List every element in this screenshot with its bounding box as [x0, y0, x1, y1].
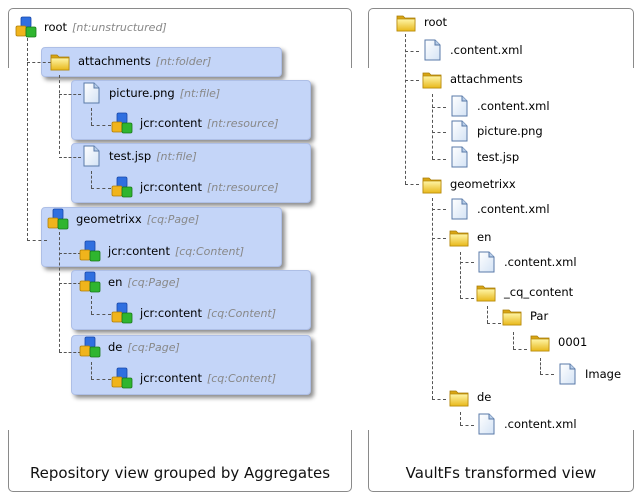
tree-node[interactable]: en [cq:Page]: [78, 269, 180, 295]
tree-node[interactable]: test.jsp [nt:file]: [79, 143, 197, 169]
file-icon: [79, 81, 103, 105]
file-icon: [447, 145, 471, 169]
tree-node[interactable]: Image: [555, 361, 621, 387]
tree-node[interactable]: jcr:content [cq:Content]: [110, 365, 276, 391]
tree-node[interactable]: Par: [500, 303, 548, 329]
file-icon: [474, 412, 498, 436]
tree-node[interactable]: attachments: [420, 66, 523, 92]
aggregate-box-de: [71, 335, 311, 395]
tree-node[interactable]: en: [447, 224, 491, 250]
tree-node[interactable]: .content.xml: [447, 93, 550, 119]
node-cubes-icon: [78, 239, 102, 263]
folder-icon: [447, 225, 471, 249]
folder-icon: [394, 10, 418, 34]
folder-icon: [528, 330, 552, 354]
node-cubes-icon: [78, 335, 102, 359]
node-cubes-icon: [110, 366, 134, 390]
tree-node[interactable]: de [cq:Page]: [78, 334, 180, 360]
tree-node[interactable]: attachments [nt:folder]: [48, 48, 211, 74]
tree-node[interactable]: 0001: [528, 329, 587, 355]
aggregate-box-en: [71, 270, 311, 330]
folder-icon: [474, 280, 498, 304]
file-icon: [447, 197, 471, 221]
folder-icon: [48, 49, 72, 73]
file-icon: [447, 119, 471, 143]
tree-node[interactable]: picture.png [nt:file]: [79, 80, 220, 106]
tree-node[interactable]: geometrixx: [420, 171, 516, 197]
tree-node[interactable]: jcr:content [nt:resource]: [110, 174, 279, 200]
file-icon: [447, 94, 471, 118]
node-cubes-icon: [110, 301, 134, 325]
folder-icon: [500, 304, 524, 328]
file-icon: [474, 250, 498, 274]
folder-icon: [420, 67, 444, 91]
tree-node[interactable]: jcr:content [cq:Content]: [110, 300, 276, 326]
folder-icon: [447, 385, 471, 409]
tree-node[interactable]: de: [447, 384, 491, 410]
file-icon: [555, 362, 579, 386]
tree-node[interactable]: root: [394, 9, 447, 35]
tree-node[interactable]: .content.xml: [474, 249, 577, 275]
tree-node[interactable]: test.jsp: [447, 144, 519, 170]
tree-node[interactable]: .content.xml: [420, 37, 523, 63]
tree-node[interactable]: root [nt:unstructured]: [14, 14, 167, 40]
node-cubes-icon: [14, 15, 38, 39]
tree-node[interactable]: jcr:content [cq:Content]: [78, 238, 244, 264]
node-cubes-icon: [110, 111, 134, 135]
tree-node[interactable]: _cq_content: [474, 279, 573, 305]
file-icon: [79, 144, 103, 168]
aggregate-box-attachments: [41, 47, 282, 77]
right-panel: [368, 8, 634, 492]
tree-node[interactable]: .content.xml: [474, 411, 577, 437]
tree-node[interactable]: .content.xml: [447, 196, 550, 222]
node-cubes-icon: [78, 270, 102, 294]
aggregate-box-testjsp: [71, 143, 311, 203]
file-icon: [420, 38, 444, 62]
tree-node[interactable]: geometrixx [cq:Page]: [46, 206, 199, 232]
tree-node[interactable]: picture.png: [447, 118, 543, 144]
node-cubes-icon: [110, 175, 134, 199]
node-cubes-icon: [46, 207, 70, 231]
folder-icon: [420, 172, 444, 196]
aggregate-box-picture: [71, 80, 311, 140]
tree-node[interactable]: jcr:content [nt:resource]: [110, 110, 279, 136]
right-panel-caption: VaultFs transformed view: [405, 464, 597, 482]
left-panel-caption: Repository view grouped by Aggregates: [29, 464, 331, 482]
